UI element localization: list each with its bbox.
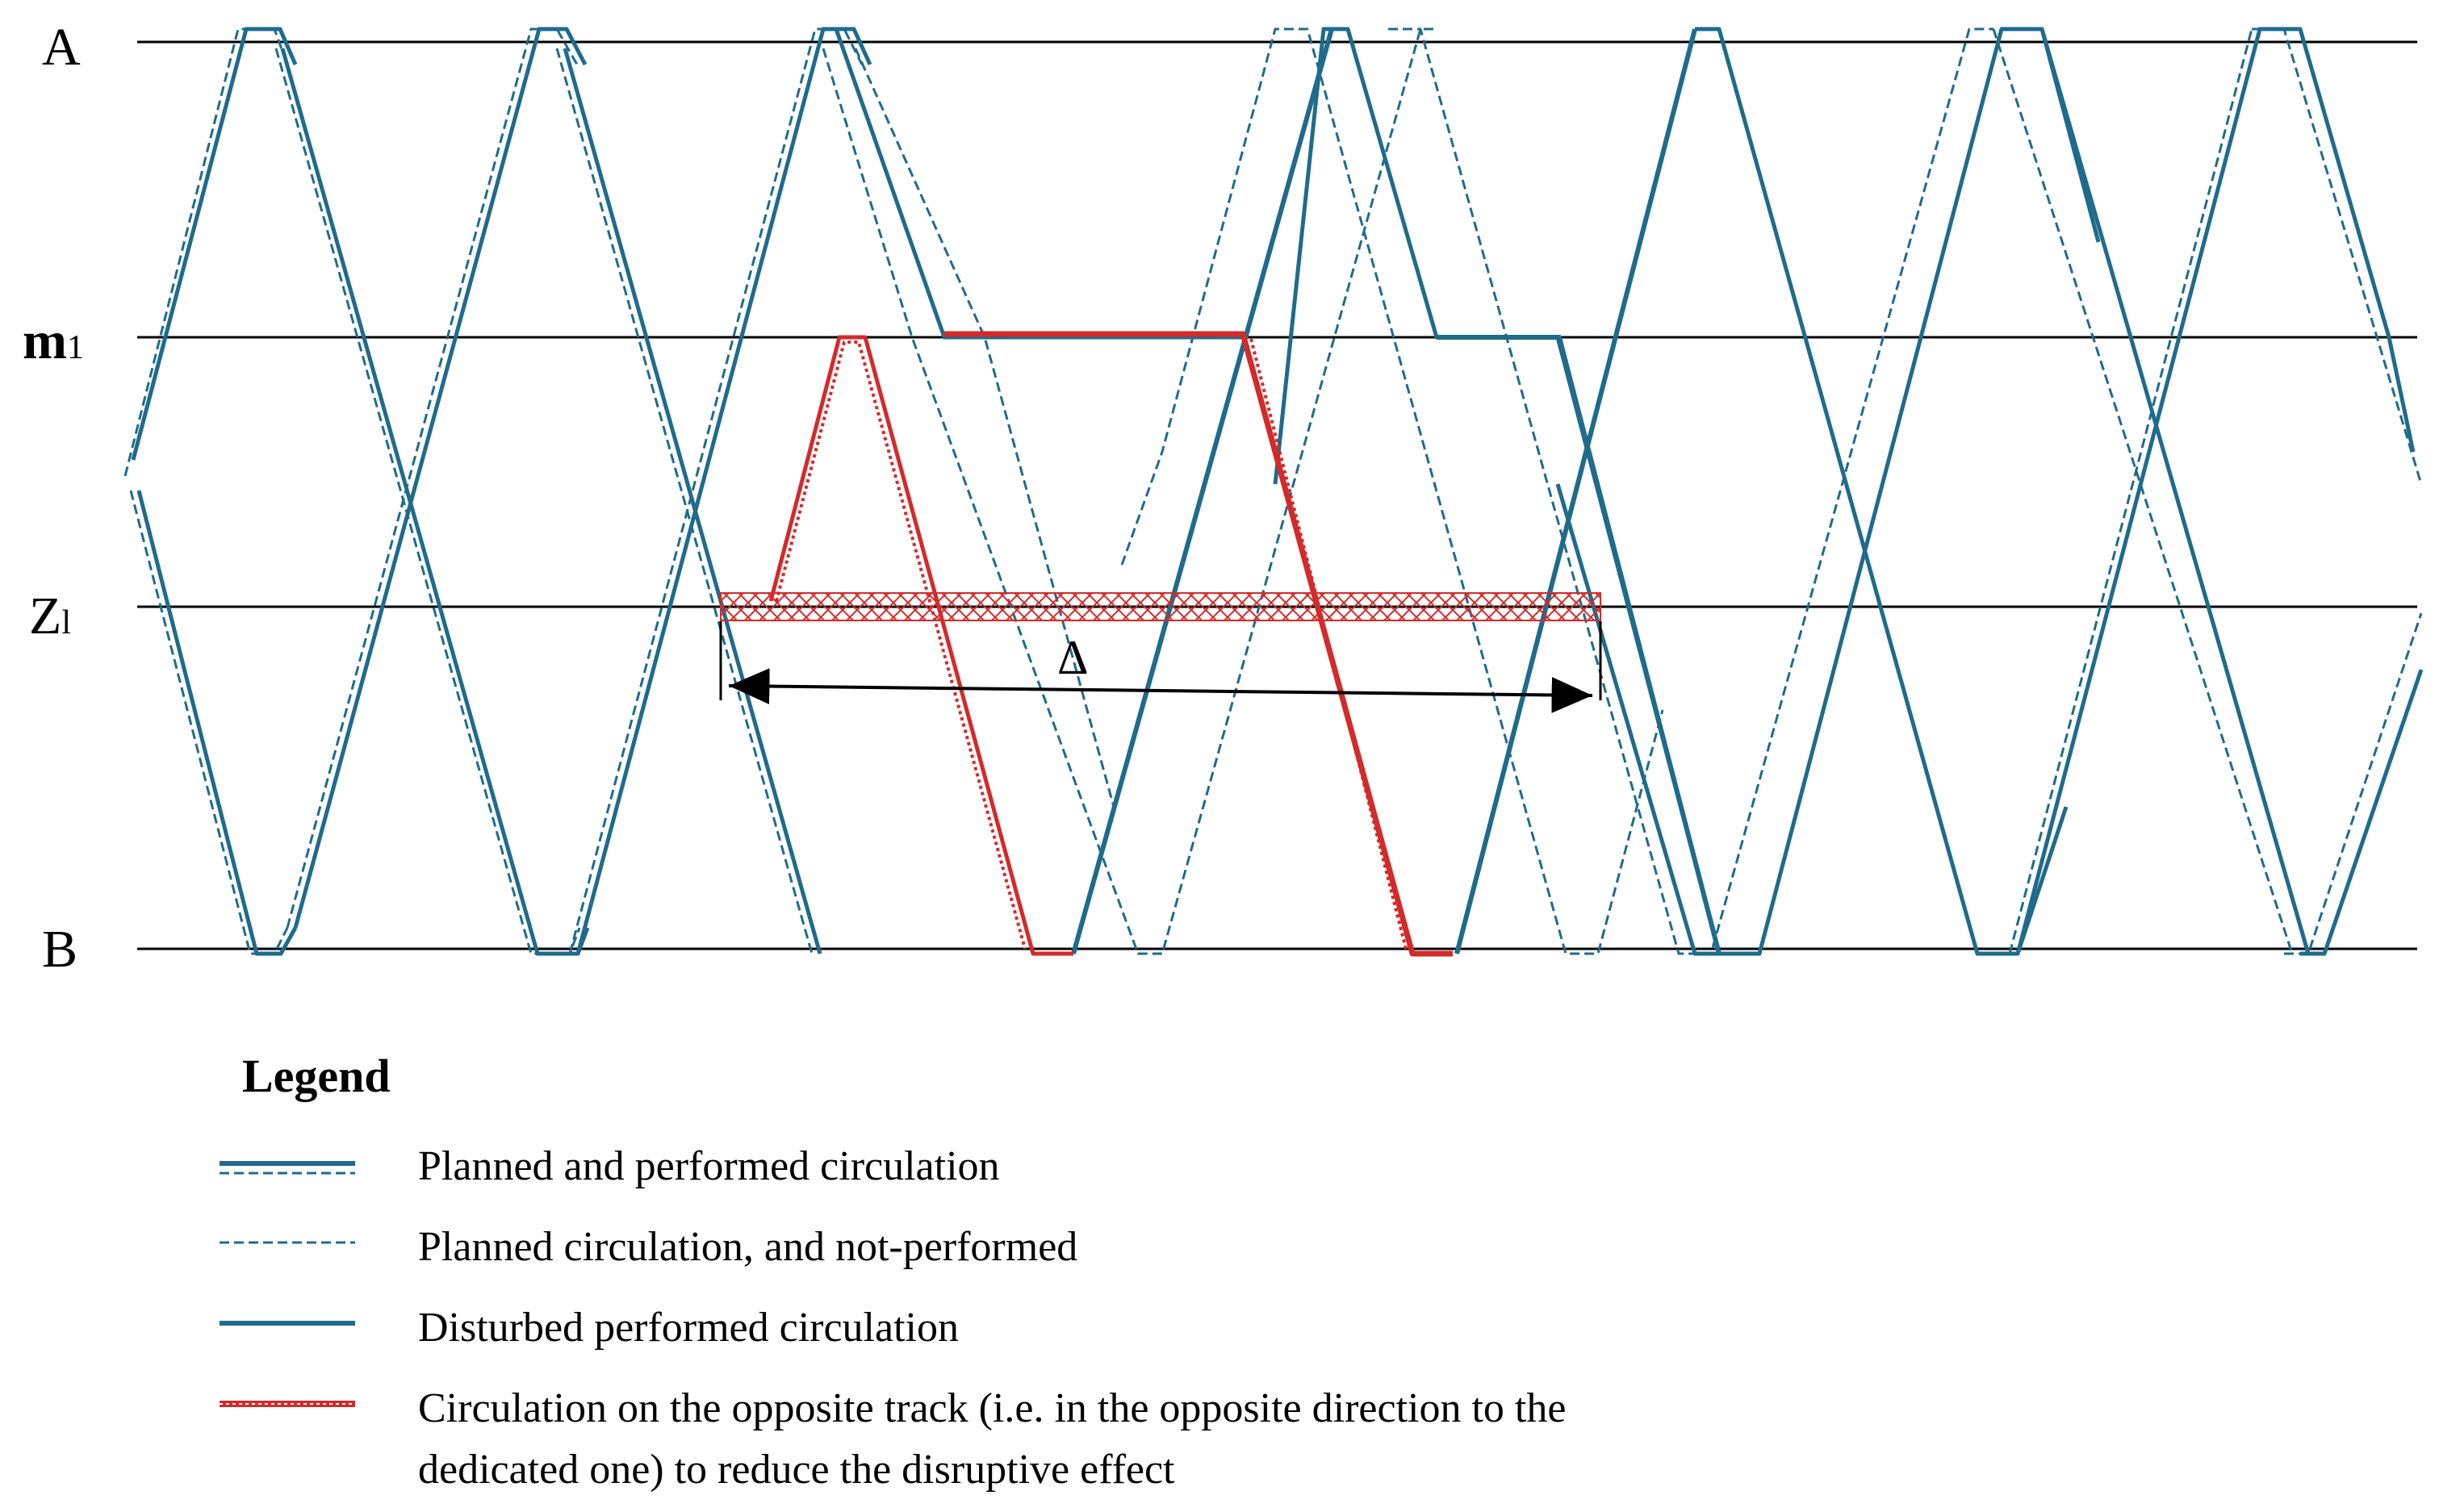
delta-arrow — [728, 668, 1593, 713]
train-path-planned — [2252, 27, 2423, 485]
train-path-planned — [129, 490, 289, 955]
legend-title: Legend — [242, 1050, 391, 1102]
station-labels: A m1 Zl B — [23, 18, 84, 979]
station-label-z1-base: Z — [29, 587, 61, 645]
train-path — [280, 48, 590, 956]
train-path — [1719, 27, 2101, 956]
legend: Legend Planned and performed circulation… — [220, 1050, 1566, 1493]
legend-label-disturbed: Disturbed performed circulation — [418, 1305, 959, 1351]
legend-swatch-planned-performed — [220, 1161, 355, 1175]
disruption-zone-band — [720, 592, 1601, 621]
train-path — [136, 490, 298, 956]
station-label-m1: m1 — [23, 311, 84, 370]
opposite-track-path-dotted — [1249, 338, 1408, 950]
station-label-z1: Zl — [29, 587, 71, 645]
station-label-a: A — [42, 18, 81, 77]
train-path — [563, 48, 822, 954]
train-path — [1555, 483, 1719, 956]
train-path — [575, 27, 872, 954]
legend-item-opposite-track: Circulation on the opposite track (i.e. … — [220, 1385, 1566, 1493]
legend-label-opposite-track-line2: dedicated one) to reduce the disruptive … — [418, 1447, 1175, 1493]
train-path — [1695, 27, 2069, 956]
legend-label-planned-performed: Planned and performed circulation — [418, 1143, 1000, 1189]
train-path-planned — [555, 48, 814, 954]
train-path-planned — [854, 48, 1115, 808]
legend-item-planned-performed: Planned and performed circulation — [220, 1143, 1000, 1189]
train-path-planned — [286, 27, 579, 929]
disturbed-path — [1454, 28, 1697, 954]
delta-label: Δ — [1057, 631, 1089, 684]
train-path-planned — [1120, 27, 1664, 955]
train-path — [2300, 669, 2424, 956]
legend-item-planned-not-performed: Planned circulation, and not-performed — [220, 1224, 1077, 1270]
disturbed-path — [1437, 335, 1722, 954]
train-path-planned — [1388, 27, 1993, 955]
legend-label-opposite-track-line1: Circulation on the opposite track (i.e. … — [418, 1385, 1566, 1431]
opposite-track-path — [944, 331, 1453, 957]
station-label-b: B — [42, 920, 77, 979]
train-path — [834, 28, 1243, 340]
train-path-planned — [2008, 28, 2253, 954]
train-path — [293, 27, 588, 929]
disturbed-path — [1071, 28, 1334, 954]
opposite-track-circulations — [768, 331, 1453, 957]
train-path-planned — [822, 27, 1437, 955]
station-label-z1-sub: l — [61, 604, 71, 641]
opposite-track-path — [768, 335, 1073, 956]
legend-item-disturbed: Disturbed performed circulation — [220, 1305, 959, 1351]
planned-performed-circulations — [123, 27, 2424, 956]
train-path-planned — [2284, 612, 2423, 955]
train-path — [131, 27, 298, 461]
legend-label-planned-not-performed: Planned circulation, and not-performed — [418, 1224, 1077, 1270]
opposite-track-path-dotted — [775, 340, 1027, 950]
station-lines — [137, 40, 2417, 950]
station-label-m1-sub: 1 — [67, 329, 84, 366]
disturbed-circulations — [1071, 28, 1722, 954]
train-path-planned — [123, 27, 289, 477]
train-path-planned — [274, 48, 581, 955]
station-label-m1-base: m — [23, 311, 67, 370]
train-path — [2039, 28, 2311, 954]
train-path-planned — [1992, 28, 2294, 954]
train-path — [2015, 27, 2416, 954]
delta-dimension — [719, 621, 1602, 713]
train-path-planned — [568, 27, 864, 954]
